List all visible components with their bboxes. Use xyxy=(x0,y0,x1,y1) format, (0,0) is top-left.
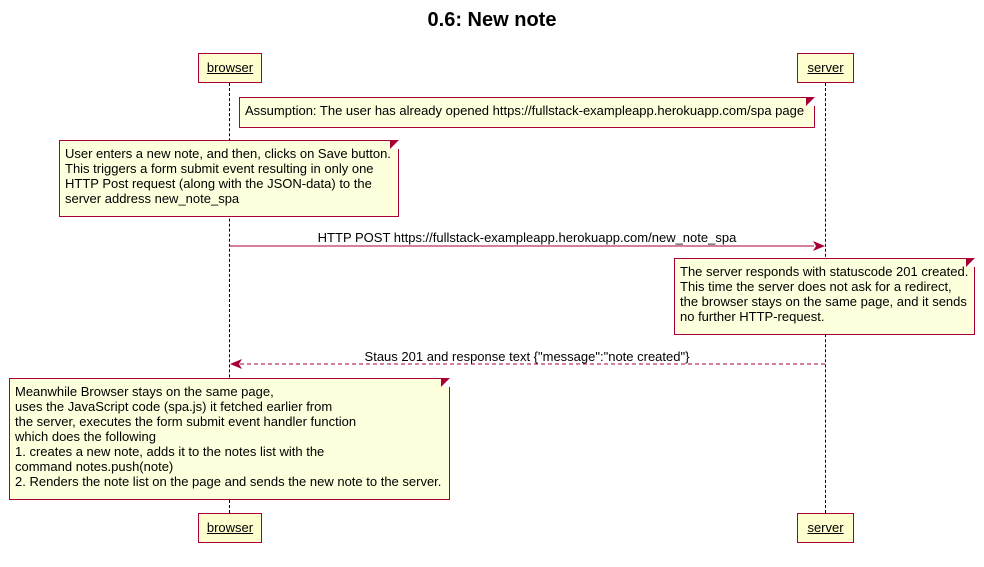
note-assumption: Assumption: The user has already opened … xyxy=(239,97,815,128)
participant-browser-bottom: browser xyxy=(198,513,262,543)
message-response-label: Staus 201 and response text {"message":"… xyxy=(364,349,690,364)
participant-server-bottom: server xyxy=(797,513,854,543)
note-user-action: User enters a new note, and then, clicks… xyxy=(59,140,399,217)
message-response-arrow xyxy=(230,359,825,369)
note-browser-behavior: Meanwhile Browser stays on the same page… xyxy=(9,378,450,500)
message-post-arrow xyxy=(230,241,825,251)
diagram-title: 0.6: New note xyxy=(427,9,557,31)
participant-browser-top: browser xyxy=(198,53,262,83)
participant-server-top: server xyxy=(797,53,854,83)
browser-lifeline xyxy=(229,83,230,513)
message-post-label: HTTP POST https://fullstack-exampleapp.h… xyxy=(317,230,737,245)
note-server-response: The server responds with statuscode 201 … xyxy=(674,258,975,335)
